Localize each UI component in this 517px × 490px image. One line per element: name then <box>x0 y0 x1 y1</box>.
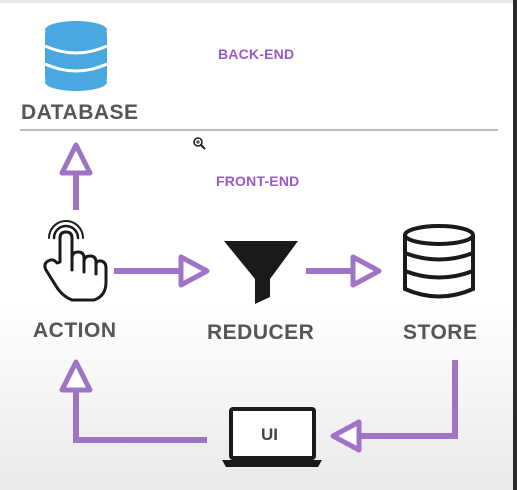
hand-pointer-icon <box>43 220 108 302</box>
backend-label: BACK-END <box>218 46 295 62</box>
zoom-cursor-icon <box>193 137 206 150</box>
arrow-action-to-reducer <box>114 254 210 288</box>
database-label: DATABASE <box>21 101 139 124</box>
arrow-reducer-to-store <box>306 254 382 288</box>
top-edge <box>0 0 517 3</box>
arrow-ui-to-action <box>59 359 207 443</box>
storage-icon <box>403 224 475 299</box>
ui-label: UI <box>261 425 278 444</box>
right-edge <box>513 0 517 490</box>
frontend-label: FRONT-END <box>216 173 300 189</box>
arrow-store-to-ui <box>330 360 458 453</box>
store-label: STORE <box>403 321 478 344</box>
laptop-icon <box>222 407 322 467</box>
funnel-icon <box>224 241 298 304</box>
reducer-label: REDUCER <box>207 321 315 344</box>
layer-divider <box>20 129 498 131</box>
arrow-action-to-database <box>59 142 93 210</box>
database-icon <box>44 21 108 91</box>
action-label: ACTION <box>33 319 117 342</box>
